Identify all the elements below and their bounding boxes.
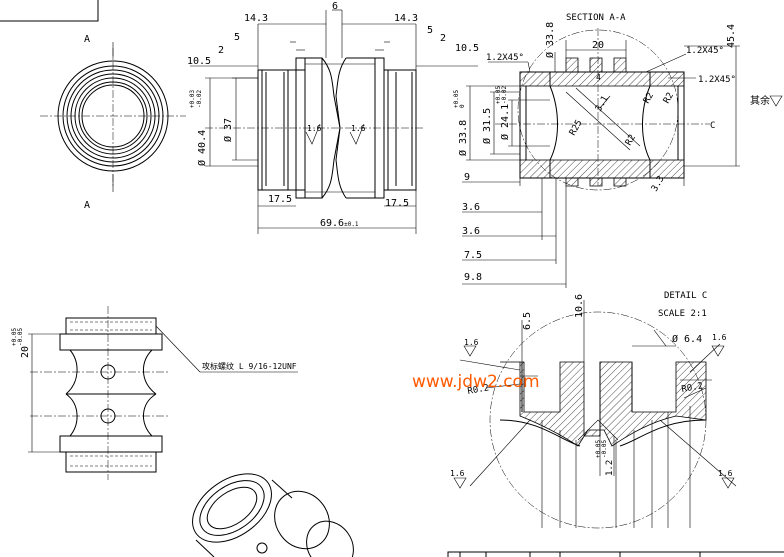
- chamfer-right-top: 1.2X45°: [686, 46, 724, 56]
- dim-r2-a: R2: [642, 91, 656, 105]
- section-mark-a-top: A: [84, 34, 90, 45]
- dim-17-5-right: 17.5: [385, 198, 409, 209]
- side-view: 20 +0.05 -0.05 攻标螺纹 L 9/16-12UNF: [11, 306, 298, 480]
- dim-r2-c: R2: [624, 133, 638, 147]
- dim-detail-1-2-tol-lower: -0.05: [601, 440, 608, 458]
- roughness-detail-top-left: 1.6: [464, 338, 479, 347]
- dim-dia-24-1: Ø 24.1: [499, 104, 511, 140]
- dim-9-8: 9.8: [464, 272, 482, 283]
- dim-dia-40-4-tol-lower: -0.02: [196, 90, 203, 108]
- dim-side-20: 20: [20, 346, 31, 358]
- dim-detail-r0-2-left: R0.2: [467, 383, 490, 397]
- dim-detail-dia-6-4: Ø 6.4: [672, 333, 702, 345]
- detail-c-marker: C: [710, 121, 715, 131]
- watermark-text: www.jdw2.com: [412, 372, 540, 392]
- isometric-view: [192, 473, 354, 557]
- end-view-a: A A: [40, 34, 186, 211]
- detail-c: DETAIL C SCALE 2:1 10.6 6.5: [450, 291, 737, 529]
- dim-20: 20: [592, 40, 604, 51]
- dim-4: 4: [596, 73, 601, 82]
- dim-r25: R25: [568, 118, 585, 137]
- title-block-fragment: [0, 0, 99, 22]
- dim-detail-6-5: 6.5: [522, 312, 533, 330]
- section-a-a: SECTION A-A: [453, 13, 783, 288]
- rest-roughness-label: 其余: [750, 94, 770, 107]
- dim-dia-24-1-tol-lower: -0.02: [501, 86, 508, 104]
- dim-dia-33-8-left: Ø 33.8: [457, 120, 469, 156]
- dim-9: 9: [464, 172, 470, 183]
- dim-14-3-right: 14.3: [394, 13, 418, 24]
- dim-dia-40-4-tol-upper: +0.03: [189, 90, 196, 108]
- section-mark-a-bottom: A: [84, 200, 90, 211]
- dim-5-left: 5: [234, 32, 240, 43]
- dim-side-20-tol-upper: +0.05: [11, 328, 18, 346]
- dim-45-4: 45.4: [726, 24, 737, 48]
- dim-dia-31-5: Ø 31.5: [481, 108, 493, 144]
- dim-3-6-b: 3.6: [462, 226, 480, 237]
- dim-dia-40-4: Ø 40.4: [196, 130, 208, 166]
- dim-69-6: 69.6±0.1: [320, 218, 359, 229]
- roughness-detail-bottom-left: 1.6: [450, 469, 465, 478]
- chamfer-right: 1.2X45°: [698, 75, 736, 85]
- dim-6: 6: [332, 1, 338, 12]
- dim-dia-33-8-top: Ø 33.8: [544, 22, 556, 58]
- dim-side-20-tol-lower: -0.05: [17, 328, 24, 346]
- roughness-right: 1.6: [351, 124, 366, 133]
- section-title: SECTION A-A: [566, 13, 626, 23]
- dim-2-left: 2: [218, 45, 224, 56]
- dim-r2-b: R2: [662, 91, 676, 105]
- front-view: 14.3 6 14.3 5 5 2 2 10.5 10.5 Ø 40.4 +0.…: [187, 1, 479, 234]
- dim-dia-33-8-tol-lower: 0: [459, 104, 466, 108]
- dim-dia-33-8-tol-upper: +0.05: [453, 90, 460, 108]
- dim-detail-1-2-tol-upper: +0.05: [595, 440, 602, 458]
- roughness-left: 1.6: [307, 124, 322, 133]
- dim-10-5-right: 10.5: [455, 43, 479, 54]
- dim-7-5: 7.5: [464, 250, 482, 261]
- dim-10-5-left: 10.5: [187, 56, 211, 67]
- dim-detail-1-2: 1.2: [605, 460, 615, 476]
- detail-scale: SCALE 2:1: [658, 309, 707, 319]
- dim-14-3-left: 14.3: [244, 13, 268, 24]
- dim-3-6-a: 3.6: [462, 202, 480, 213]
- dim-detail-r0-2-right: R0.2: [681, 381, 704, 395]
- dim-2-right: 2: [440, 33, 446, 44]
- dim-dia-37: Ø 37: [222, 118, 234, 142]
- dim-detail-10-6: 10.6: [574, 294, 585, 318]
- dim-3-1: 3.1: [594, 94, 611, 113]
- title-table-fragment: [447, 551, 784, 557]
- roughness-detail-top-right: 1.6: [712, 333, 727, 342]
- dim-17-5-left: 17.5: [268, 194, 292, 205]
- dim-dia-24-1-tol-upper: +0.05: [495, 86, 502, 104]
- detail-title: DETAIL C: [664, 291, 707, 301]
- chamfer-left: 1.2X45°: [486, 53, 524, 63]
- thread-note: 攻标螺纹 L 9/16-12UNF: [202, 361, 297, 371]
- dim-5-right: 5: [427, 25, 433, 36]
- roughness-detail-bottom-right: 1.6: [718, 469, 733, 478]
